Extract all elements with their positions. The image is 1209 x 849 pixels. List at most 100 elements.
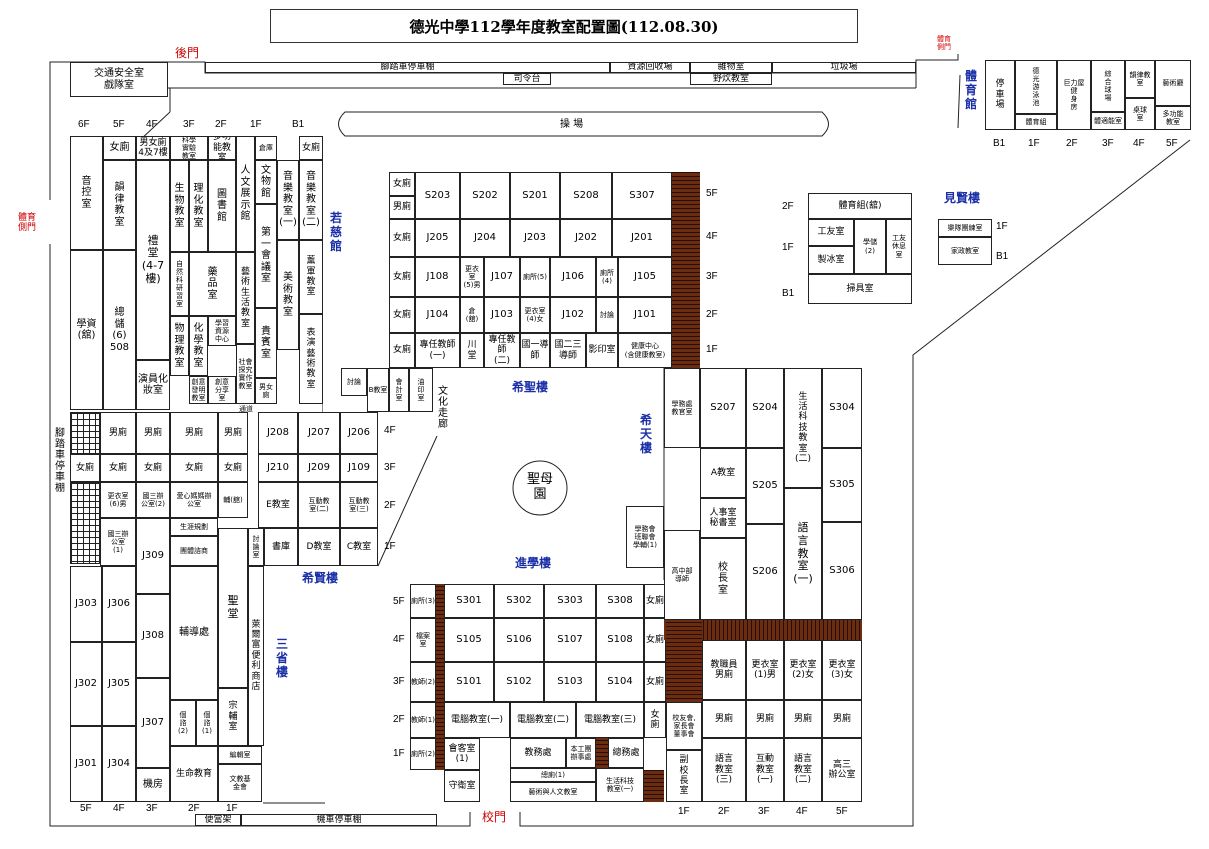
fitness-test-room: 體適能室 <box>1091 112 1125 130</box>
hilife-convenience-store: 萊 爾 富 便 利 商 店 <box>248 566 264 746</box>
student-affairs-office: 學務處 教官室 <box>664 368 700 448</box>
home-economics-room: 家政教室 <box>938 237 992 265</box>
room-s203: S203 <box>415 172 460 219</box>
xixian-building-name: 希賢樓 <box>302 571 339 585</box>
gym-building-name: 體 育 館 <box>965 69 978 111</box>
language-classroom-1: 語 言 教 室 (一) <box>784 488 822 620</box>
library: 圖 書 館 <box>208 160 236 252</box>
gym-pe-group: 體育組 <box>1015 114 1057 130</box>
arts-humanities-classroom: 藝術與人文教室 <box>510 782 596 802</box>
xisheng-3f-girls-restroom: 女廁 <box>389 257 415 297</box>
changing-room-4-female: 更衣室 (4)女 <box>520 297 550 333</box>
performing-arts-room: 表 演 藝 術 教 室 <box>299 314 323 404</box>
counseling-office: 輔導處 <box>170 566 218 700</box>
xixian-4f-men-3: 男廁 <box>170 412 218 454</box>
student-council-office: 學務會 班聯會 學輔(1) <box>626 506 664 568</box>
storage-xisheng: 倉 (舘) <box>460 297 484 333</box>
room-j210: J210 <box>258 454 298 482</box>
room-s201: S201 <box>510 172 560 219</box>
room-j207: J207 <box>298 412 340 454</box>
changing-room-3-female: 更衣室 (3)女 <box>822 640 862 700</box>
arts-life-classroom: 藝 術 生 活 教 室 <box>236 252 255 344</box>
sansheng-1f-label: 1F <box>226 803 238 814</box>
xitian-building-name: 希 天 樓 <box>640 413 653 455</box>
teachers-room-2: 教師(2) <box>410 662 436 702</box>
room-j104: J104 <box>415 297 460 333</box>
room-j306: J306 <box>102 566 136 642</box>
xixian-3f-women-3: 女廁 <box>170 454 218 482</box>
interactive-classroom-3: 互動教 室(三) <box>340 482 378 528</box>
general-storage-508: 總 儲 (6) 508 <box>103 250 136 410</box>
archive-room: 檔案 室 <box>410 618 436 662</box>
right-side-gate-label: 體育 側門 <box>937 35 951 51</box>
volunteer-mothers-office: 愛心媽媽辦 公室 <box>170 482 218 518</box>
xisheng-5f-boys-restroom: 男廁 <box>389 196 415 219</box>
general-restroom-1: 總廁(1) <box>510 768 596 782</box>
janitor-room: 工友室 <box>808 219 854 246</box>
music-classroom-1: 音 樂 教 室 (一) <box>277 160 299 240</box>
left-side-gate-label: 體育 側門 <box>18 213 37 233</box>
b-classroom-small: B教室 <box>367 368 389 412</box>
floor-5f-label: 5F <box>113 119 125 130</box>
room-s204: S204 <box>746 368 784 448</box>
xitian-2f-label: 2F <box>718 806 730 817</box>
room-j209: J209 <box>298 454 340 482</box>
xisheng-stairs <box>672 172 700 368</box>
grade12-office: 高三 辦公室 <box>822 738 862 802</box>
sansheng-5f-label: 5F <box>80 803 92 814</box>
xixian-3f-women-4: 女廁 <box>218 454 248 482</box>
auditorium: 禮 堂 (4-7樓) <box>136 160 170 360</box>
holy-mother-garden: 聖母 園 <box>526 472 553 502</box>
xixian-stair-grid <box>70 412 100 454</box>
xisheng-5f-label: 5F <box>706 188 718 199</box>
learning-resource-center: 學習 資源 中心 <box>208 316 236 346</box>
room-j102: J102 <box>550 297 596 333</box>
unisex-restroom: 男女 廁 <box>255 378 277 404</box>
grade9-office-2: 國三辦 公室(2) <box>136 482 170 518</box>
grade9-office-1: 國三辦 公室 (1) <box>100 518 136 566</box>
room-s101: S101 <box>444 662 494 702</box>
principal-office: 校 長 室 <box>700 538 746 620</box>
xisheng-2f-label: 2F <box>706 309 718 320</box>
jinxue-5f-girls: 女廁 <box>644 584 666 618</box>
xisheng-4f-label: 4F <box>706 231 718 242</box>
recycle-yard: 資源回收場 <box>610 62 690 73</box>
cultural-relics-hall: 文 物 館 <box>255 160 277 204</box>
xisheng-3f-label: 3F <box>706 271 718 282</box>
reception-room: 會客室 (1) <box>444 738 480 770</box>
room-s305: S305 <box>822 448 862 522</box>
room-j303: J303 <box>70 566 102 642</box>
room-j203: J203 <box>510 219 560 257</box>
room-j309: J309 <box>136 518 170 594</box>
restroom-4: 廁所 (4) <box>596 257 618 297</box>
education-foundation: 文教基 金會 <box>218 764 262 802</box>
xisheng-4f-girls-restroom: 女廁 <box>389 219 415 257</box>
xixian-stair-grid-2 <box>70 482 100 564</box>
life-technology-classroom-1: 生活科技 教室(一) <box>596 768 644 802</box>
music-control-room: 音 控 室 <box>70 136 103 250</box>
senior-high-mentors: 高中部 導師 <box>664 530 700 620</box>
staff-mens-restroom: 教職員 男廁 <box>702 640 746 700</box>
full-time-teachers-1: 專任教師 (一) <box>415 333 460 368</box>
art-classroom: 美 術 教 室 <box>277 240 299 350</box>
room-s103: S103 <box>544 662 596 702</box>
garbage-yard: 垃圾場 <box>772 62 916 73</box>
room-s108: S108 <box>596 618 644 662</box>
lunch-box-rack: 便當架 <box>195 814 241 826</box>
xixian-3f-women-2: 女廁 <box>136 454 170 482</box>
pe-group-storage: 體育組(舘) <box>808 193 912 219</box>
union-office: 本工團 辦事處 <box>566 738 596 768</box>
room-s107: S107 <box>544 618 596 662</box>
sansheng-4f-label: 4F <box>113 803 125 814</box>
personnel-secretary-office: 人事室 秘書室 <box>700 498 746 538</box>
band-practice-room: 樂隊團練室 <box>938 219 992 237</box>
field-classroom: 野炊教室 <box>690 73 772 85</box>
room-s208: S208 <box>560 172 612 219</box>
computer-classroom-2: 電腦教室(二) <box>510 702 576 738</box>
gym-b1-label: B1 <box>993 138 1006 149</box>
room-j305: J305 <box>102 642 136 726</box>
discussion-small: 討論 <box>341 368 367 396</box>
xisheng-5f-girls-restroom: 女廁 <box>389 172 415 196</box>
life-technology-classroom-2: 生 活 科 技 教 室 (二) <box>784 368 822 488</box>
